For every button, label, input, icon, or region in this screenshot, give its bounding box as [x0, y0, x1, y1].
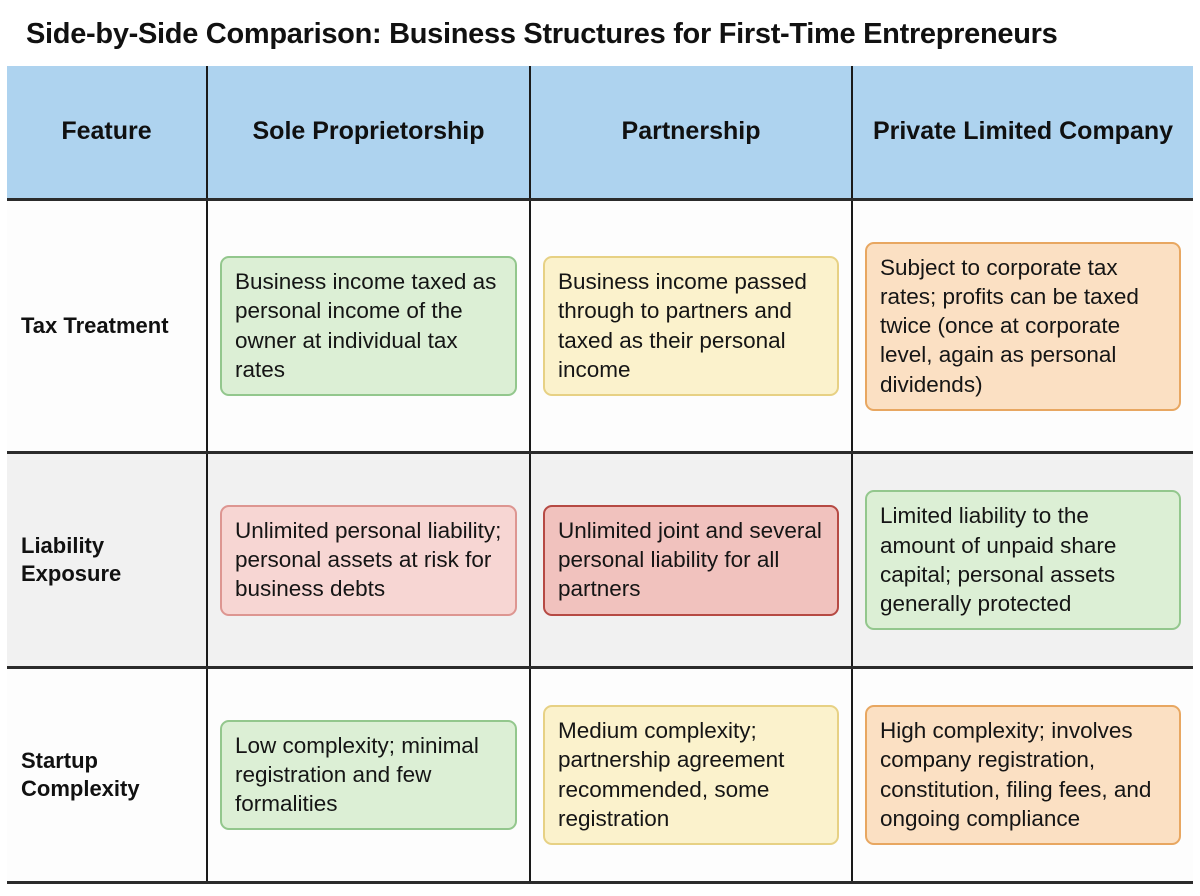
- cell-liability-exposure-partnership: Unlimited joint and several personal lia…: [530, 452, 853, 670]
- row-label-tax-treatment: Tax Treatment: [7, 199, 208, 455]
- chip-green: Low complexity; minimal registration and…: [220, 719, 517, 831]
- cell-tax-treatment-partnership: Business income passed through to partne…: [530, 199, 853, 455]
- header-row: Feature Sole Proprietorship Partnership …: [7, 66, 1193, 201]
- cell-startup-complexity-partnership: Medium complexity; partnership agreement…: [530, 667, 853, 884]
- chip-green: Business income taxed as personal income…: [220, 256, 517, 397]
- cell-startup-complexity-sole-proprietorship: Low complexity; minimal registration and…: [207, 667, 531, 884]
- cell-startup-complexity-private-limited-company: High complexity; involves company regist…: [852, 667, 1193, 884]
- table-row: Startup Complexity Low complexity; minim…: [7, 667, 1193, 884]
- column-header-private-limited-company: Private Limited Company: [852, 66, 1193, 201]
- cell-tax-treatment-sole-proprietorship: Business income taxed as personal income…: [207, 199, 531, 455]
- row-label-liability-exposure: Liability Exposure: [7, 452, 208, 670]
- row-label-startup-complexity: Startup Complexity: [7, 667, 208, 884]
- page-title: Side-by-Side Comparison: Business Struct…: [26, 18, 1058, 50]
- comparison-table-container: Feature Sole Proprietorship Partnership …: [7, 66, 1193, 886]
- chip-green: Limited liability to the amount of unpai…: [865, 490, 1181, 631]
- column-header-feature: Feature: [7, 66, 208, 201]
- chip-red: Unlimited joint and several personal lia…: [543, 504, 839, 616]
- table-row: Liability Exposure Unlimited personal li…: [7, 452, 1193, 670]
- table-header: Feature Sole Proprietorship Partnership …: [7, 66, 1193, 201]
- cell-tax-treatment-private-limited-company: Subject to corporate tax rates; profits …: [852, 199, 1193, 455]
- comparison-table: Feature Sole Proprietorship Partnership …: [7, 66, 1193, 884]
- column-header-sole-proprietorship: Sole Proprietorship: [207, 66, 531, 201]
- cell-liability-exposure-private-limited-company: Limited liability to the amount of unpai…: [852, 452, 1193, 670]
- chip-orange: High complexity; involves company regist…: [865, 705, 1181, 846]
- chip-orange: Subject to corporate tax rates; profits …: [865, 241, 1181, 411]
- cell-liability-exposure-sole-proprietorship: Unlimited personal liability; personal a…: [207, 452, 531, 670]
- chip-yellow: Business income passed through to partne…: [543, 256, 839, 397]
- chip-yellow: Medium complexity; partnership agreement…: [543, 705, 839, 846]
- table-body: Tax Treatment Business income taxed as p…: [7, 199, 1193, 884]
- table-row: Tax Treatment Business income taxed as p…: [7, 199, 1193, 455]
- column-header-partnership: Partnership: [530, 66, 853, 201]
- chip-pink: Unlimited personal liability; personal a…: [220, 504, 517, 616]
